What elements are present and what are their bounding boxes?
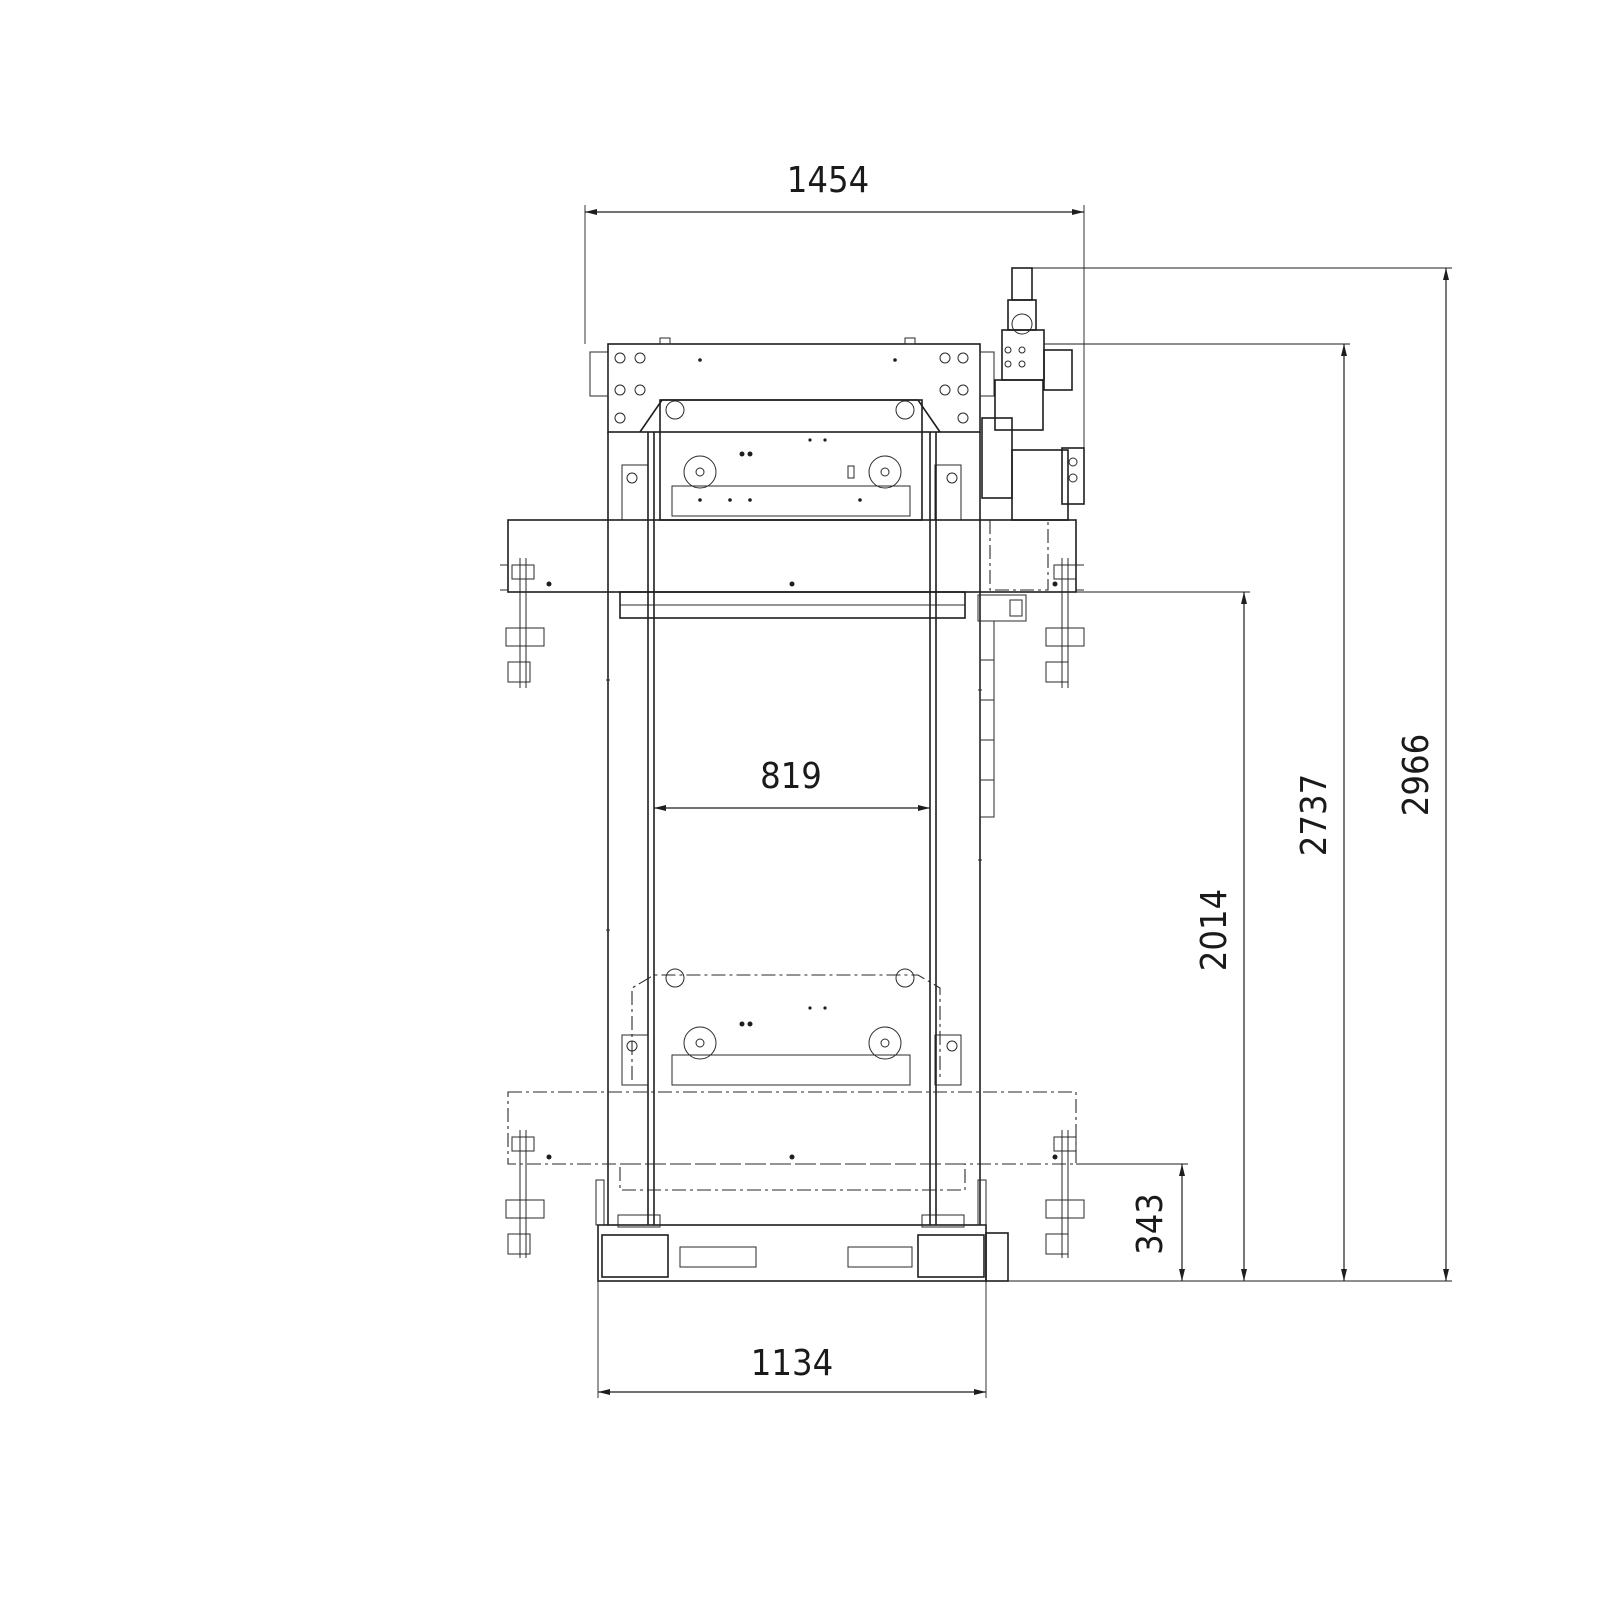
dimension-lower-platform-height-label: 343 bbox=[1130, 1193, 1171, 1255]
dimension-overall-height: 2966 bbox=[1032, 267, 1452, 1281]
dimension-lower-platform-height: 343 bbox=[1076, 1163, 1188, 1281]
dimension-overall-height-label: 2966 bbox=[1396, 734, 1437, 816]
dimension-upper-platform-height: 2014 bbox=[1076, 591, 1250, 1281]
dimension-clear-width: 819 bbox=[654, 756, 930, 811]
dimension-upper-platform-height-label: 2014 bbox=[1194, 889, 1235, 971]
dimension-base-width: 1134 bbox=[597, 1281, 987, 1398]
dimension-frame-height: 2737 bbox=[1044, 343, 1350, 1281]
dimension-clear-width-label: 819 bbox=[760, 756, 822, 797]
dimension-base-width-label: 1134 bbox=[751, 1343, 833, 1384]
machine-frame bbox=[500, 267, 1085, 1282]
stabiliser-feet bbox=[505, 558, 1085, 1258]
dimension-overall-width-label: 1454 bbox=[787, 160, 869, 201]
dimension-frame-height-label: 2737 bbox=[1294, 774, 1335, 856]
foot-upper-right bbox=[1045, 558, 1085, 688]
foot-upper-left bbox=[505, 558, 545, 688]
foot-lower-right bbox=[1045, 1130, 1085, 1258]
foot-lower-left bbox=[505, 1130, 545, 1258]
dimension-overall-width: 1454 bbox=[584, 160, 1085, 448]
